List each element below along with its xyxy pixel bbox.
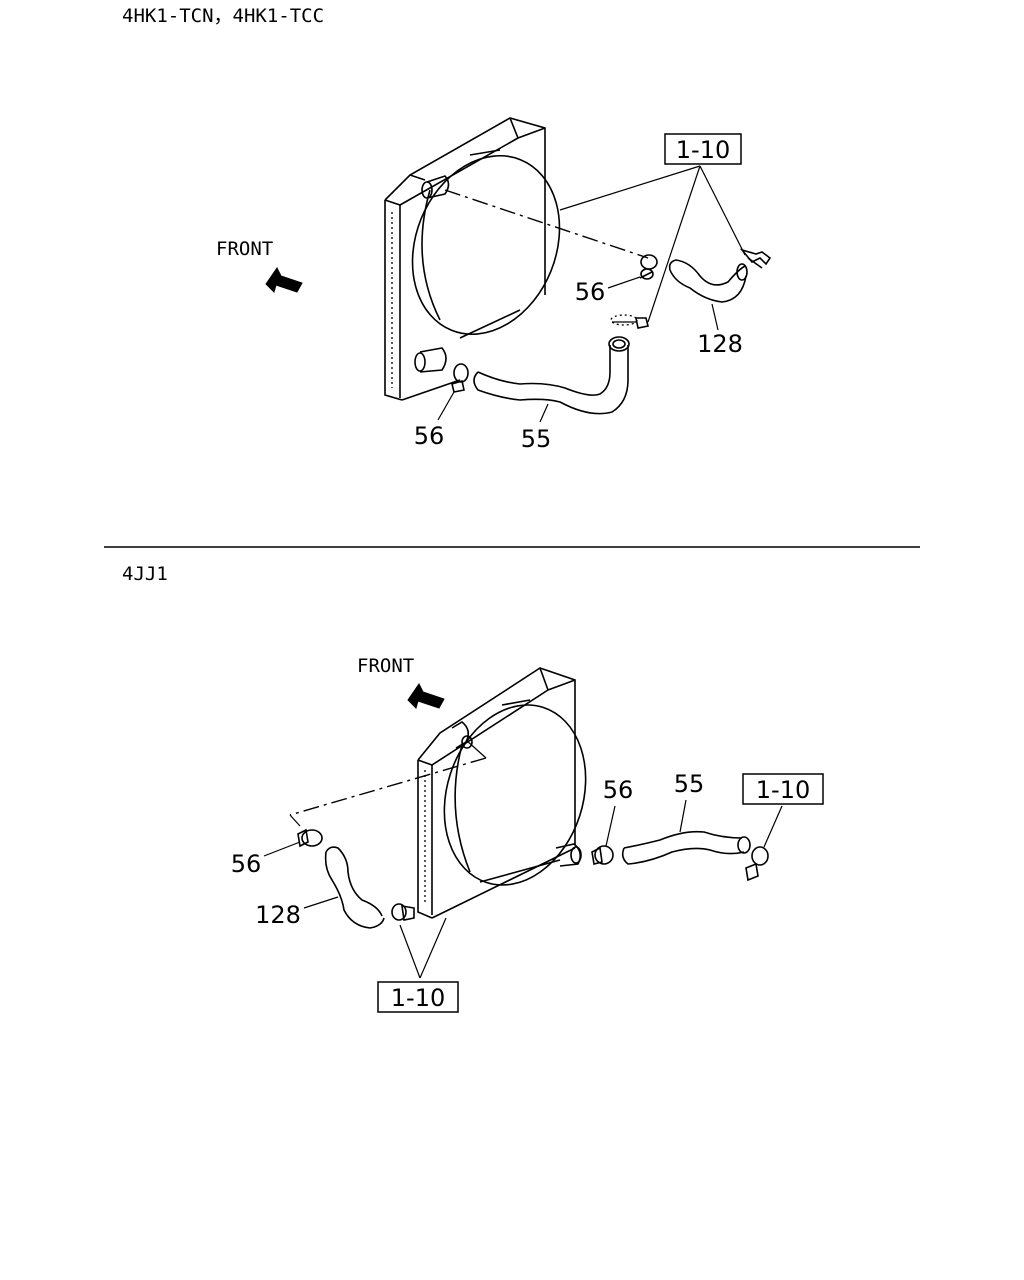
section1-ref-box-label: 1-10 [676,136,730,164]
section2-ref-box-right: 1-10 [742,773,824,805]
section2-ref-box-right-label: 1-10 [756,776,810,804]
section1-callout-55: 55 [521,425,552,453]
section1-clamp-mid [610,314,649,329]
section1-hose-128 [668,259,748,303]
section2-clamp-upper [591,845,614,865]
section1-clamp-right [739,248,772,269]
section1-clamp-lower [451,363,469,393]
section2-hose-55 [621,830,751,865]
section2-clamp-lower [391,903,415,921]
section1-front-arrow-icon [265,267,303,293]
section2-clamp-right [745,846,769,882]
section2-callout-56-left: 56 [231,850,262,878]
section2-ref-box-bottom-label: 1-10 [391,984,445,1012]
section2-callout-128: 128 [255,901,301,929]
section1-callout-56-lower: 56 [414,422,445,450]
section2-ref-box-bottom: 1-10 [377,981,459,1013]
section2-callout-56-upper: 56 [603,776,634,804]
section2-callout-55: 55 [674,770,705,798]
section2-centerline [289,757,487,816]
section1-ref-box: 1-10 [664,133,742,165]
section2-front-label: FRONT [357,655,414,677]
section1-centerline [444,189,649,259]
section1-title: 4HK1-TCN，4HK1-TCC [122,5,324,27]
section2-radiator [417,667,587,919]
section2-hose-128 [324,846,385,929]
section1-clamp-upper [639,254,658,280]
section1-hose-55 [473,336,630,415]
section1-callout-56-upper: 56 [575,278,606,306]
section1-front-label: FRONT [216,238,273,260]
section1-callout-128: 128 [697,330,743,358]
section2-front-arrow-icon [407,683,445,709]
section2-title: 4JJ1 [122,563,168,585]
section2-clamp-left [297,828,323,848]
section1-radiator [384,117,561,401]
